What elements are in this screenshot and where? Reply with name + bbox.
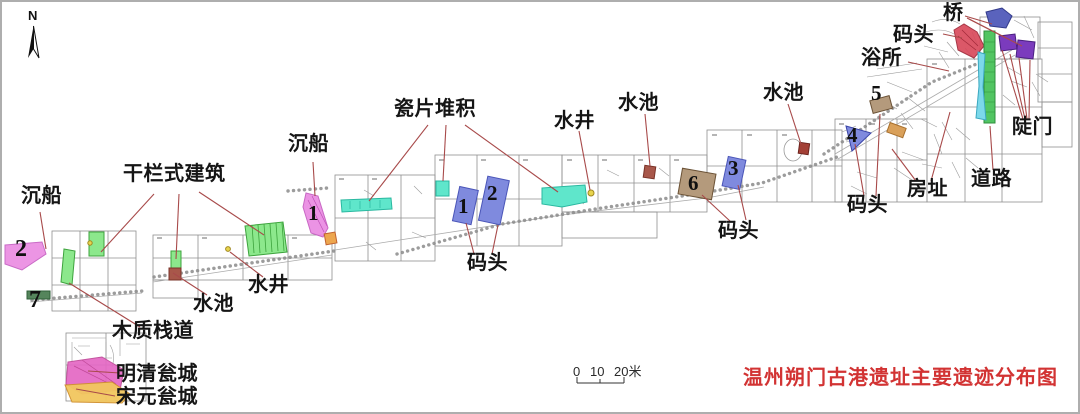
marker-wharf-1: 1: [458, 194, 469, 218]
marker-wharf-5: 5: [871, 81, 882, 105]
label-shipwreck-mid: 沉船: [288, 133, 329, 155]
label-house-site: 房址: [907, 178, 948, 200]
north-letter: N: [28, 8, 38, 23]
marker-wharf-6: 6: [688, 171, 699, 195]
excavation-grid: [51, 16, 1073, 402]
label-pool-e: 水池: [763, 82, 804, 104]
feature-orange-square-b: [323, 231, 338, 246]
north-arrow-icon: [28, 25, 40, 59]
leader-lines: [39, 15, 1031, 397]
wharf-5-shape: [869, 95, 894, 114]
shipwreck-1-shape: [302, 192, 329, 238]
label-road: 道路: [971, 168, 1012, 190]
label-wharf-d: 码头: [718, 220, 759, 242]
porcelain-deposit-right: [541, 184, 588, 208]
grid-cell-id-marks: [157, 63, 937, 239]
wooden-walkway-shape: [26, 290, 51, 300]
well-dot-d: [587, 189, 595, 197]
label-well-mid: 水井: [248, 274, 289, 296]
feature-orange-parallelogram-e: [886, 121, 907, 139]
scale-tick-10: 10: [590, 364, 605, 379]
marker-wharf-2: 2: [487, 181, 498, 205]
wharf-4-shape: [845, 125, 872, 152]
stilt-building-b-large: [244, 221, 288, 257]
scale-tick-0: 0: [573, 364, 581, 379]
pool-e-shape: [797, 141, 811, 156]
porcelain-deposit-long: [340, 197, 393, 213]
marker-wharf-3: 3: [728, 156, 739, 180]
marker-shipwreck-2: 2: [15, 236, 27, 262]
label-songyuan-barbican: 宋元瓮城: [116, 386, 198, 408]
map-title: 温州朔门古港遗址主要遗迹分布图: [743, 367, 1058, 389]
marker-shipwreck-1: 1: [308, 201, 319, 225]
scale-tick-20: 20米: [614, 364, 642, 379]
road-shape: [983, 30, 996, 124]
stilt-building-a2: [60, 248, 76, 286]
label-bath-house: 浴所: [861, 47, 902, 69]
wharf-1-shape: [451, 185, 479, 226]
label-sluice-gate: 陡门: [1012, 116, 1053, 138]
bridge-shape: [985, 7, 1013, 29]
shipwreck-2-shape: [4, 241, 47, 271]
porcelain-deposit-small: [435, 180, 450, 197]
label-stilt-building: 干栏式建筑: [123, 163, 226, 185]
feature-shapes: [4, 7, 1036, 404]
sluice-gate-shape-2: [1015, 39, 1036, 60]
label-shipwreck-left: 沉船: [21, 185, 62, 207]
label-porcelain-deposit: 瓷片堆积: [394, 98, 476, 120]
label-mingqing-barbican: 明清瓮城: [116, 363, 198, 385]
stream-shape: [975, 51, 987, 121]
label-wooden-walkway: 木质栈道: [112, 320, 194, 342]
well-dot-a: [87, 240, 93, 246]
label-wharf-c: 码头: [467, 252, 508, 274]
scale-bar-line: [576, 377, 625, 384]
label-wharf-e-bottom: 码头: [847, 194, 888, 216]
label-wharf-e-top: 码头: [893, 24, 934, 46]
well-dot-b: [225, 246, 231, 252]
wharf-6-shape: [677, 167, 717, 201]
wharf-3-shape: [721, 155, 747, 191]
label-pool-mid: 水池: [193, 293, 234, 315]
label-pool-d: 水池: [618, 92, 659, 114]
marker-wharf-4: 4: [847, 123, 858, 147]
marker-walkway-7: 7: [29, 287, 41, 313]
label-well-d: 水井: [554, 110, 595, 132]
plan-linework: [71, 15, 1049, 368]
wharf-2-shape: [477, 175, 510, 226]
pool-d-shape: [642, 164, 657, 180]
label-bridge: 桥: [943, 2, 964, 24]
